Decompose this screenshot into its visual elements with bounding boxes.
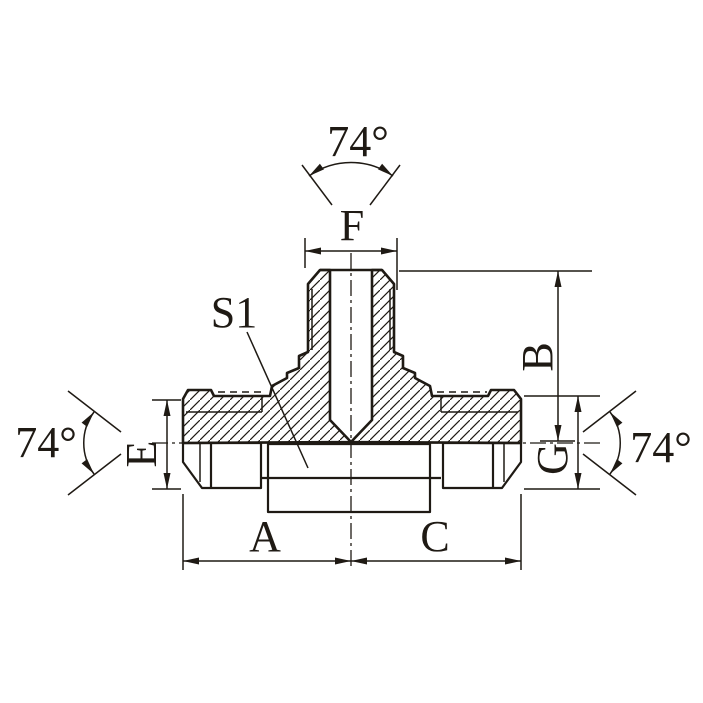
dimension-f: F <box>304 201 398 290</box>
label-dim-e: E <box>117 441 166 468</box>
top-arc-arrow-left <box>309 163 325 176</box>
b-arrow-bottom <box>554 425 562 441</box>
a-arrow-left <box>183 557 199 565</box>
left-angle-line-top <box>67 390 122 433</box>
body-external-lower-half <box>181 441 523 514</box>
right-angle-line-bottom <box>582 453 637 496</box>
label-angle-right: 74° <box>630 423 692 472</box>
top-angle-line-left <box>301 164 333 206</box>
a-arrow-right <box>335 557 351 565</box>
left-arc-arrow-top <box>81 412 94 427</box>
label-angle-left: 74° <box>15 418 77 467</box>
dimension-g: G <box>524 395 600 490</box>
left-angle-line-bottom <box>67 453 122 496</box>
right-arc-arrow-bottom <box>610 459 623 474</box>
c-arrow-right <box>505 557 521 565</box>
label-dim-a: A <box>249 512 281 561</box>
angle-annotation-top: 74° <box>301 117 401 206</box>
callout-s1: S1 <box>211 288 309 469</box>
dimension-e: E <box>117 399 181 490</box>
label-angle-top: 74° <box>327 117 389 166</box>
dimension-b: B <box>399 270 592 442</box>
top-arc-arrow-right <box>377 163 393 176</box>
angle-annotation-left: 74° <box>15 390 122 496</box>
dimension-a-c: A C <box>182 494 522 570</box>
body-section-left-half <box>181 268 353 445</box>
f-arrow-right <box>381 247 397 255</box>
angle-annotation-right: 74° <box>582 390 692 496</box>
g-arrow-bottom <box>574 473 582 489</box>
c-arrow-left <box>351 557 367 565</box>
label-dim-c: C <box>420 512 449 561</box>
top-angle-line-right <box>369 164 401 206</box>
e-arrow-top <box>163 400 171 416</box>
left-port-outline <box>181 441 263 490</box>
e-arrow-bottom <box>163 473 171 489</box>
label-dim-g: G <box>528 443 577 475</box>
hex-flats-outline <box>266 442 432 514</box>
label-wrench-size: S1 <box>211 288 257 337</box>
label-dim-b: B <box>513 342 562 371</box>
right-port-outline <box>441 441 523 490</box>
f-arrow-left <box>305 247 321 255</box>
right-angle-line-top <box>582 390 637 433</box>
right-arc-arrow-top <box>610 412 623 427</box>
s1-leader-line <box>246 331 309 469</box>
g-arrow-top <box>574 396 582 412</box>
b-arrow-top <box>554 271 562 287</box>
label-dim-f: F <box>340 201 364 250</box>
left-arc-arrow-bottom <box>81 459 94 474</box>
body-section-right-half <box>349 268 523 445</box>
